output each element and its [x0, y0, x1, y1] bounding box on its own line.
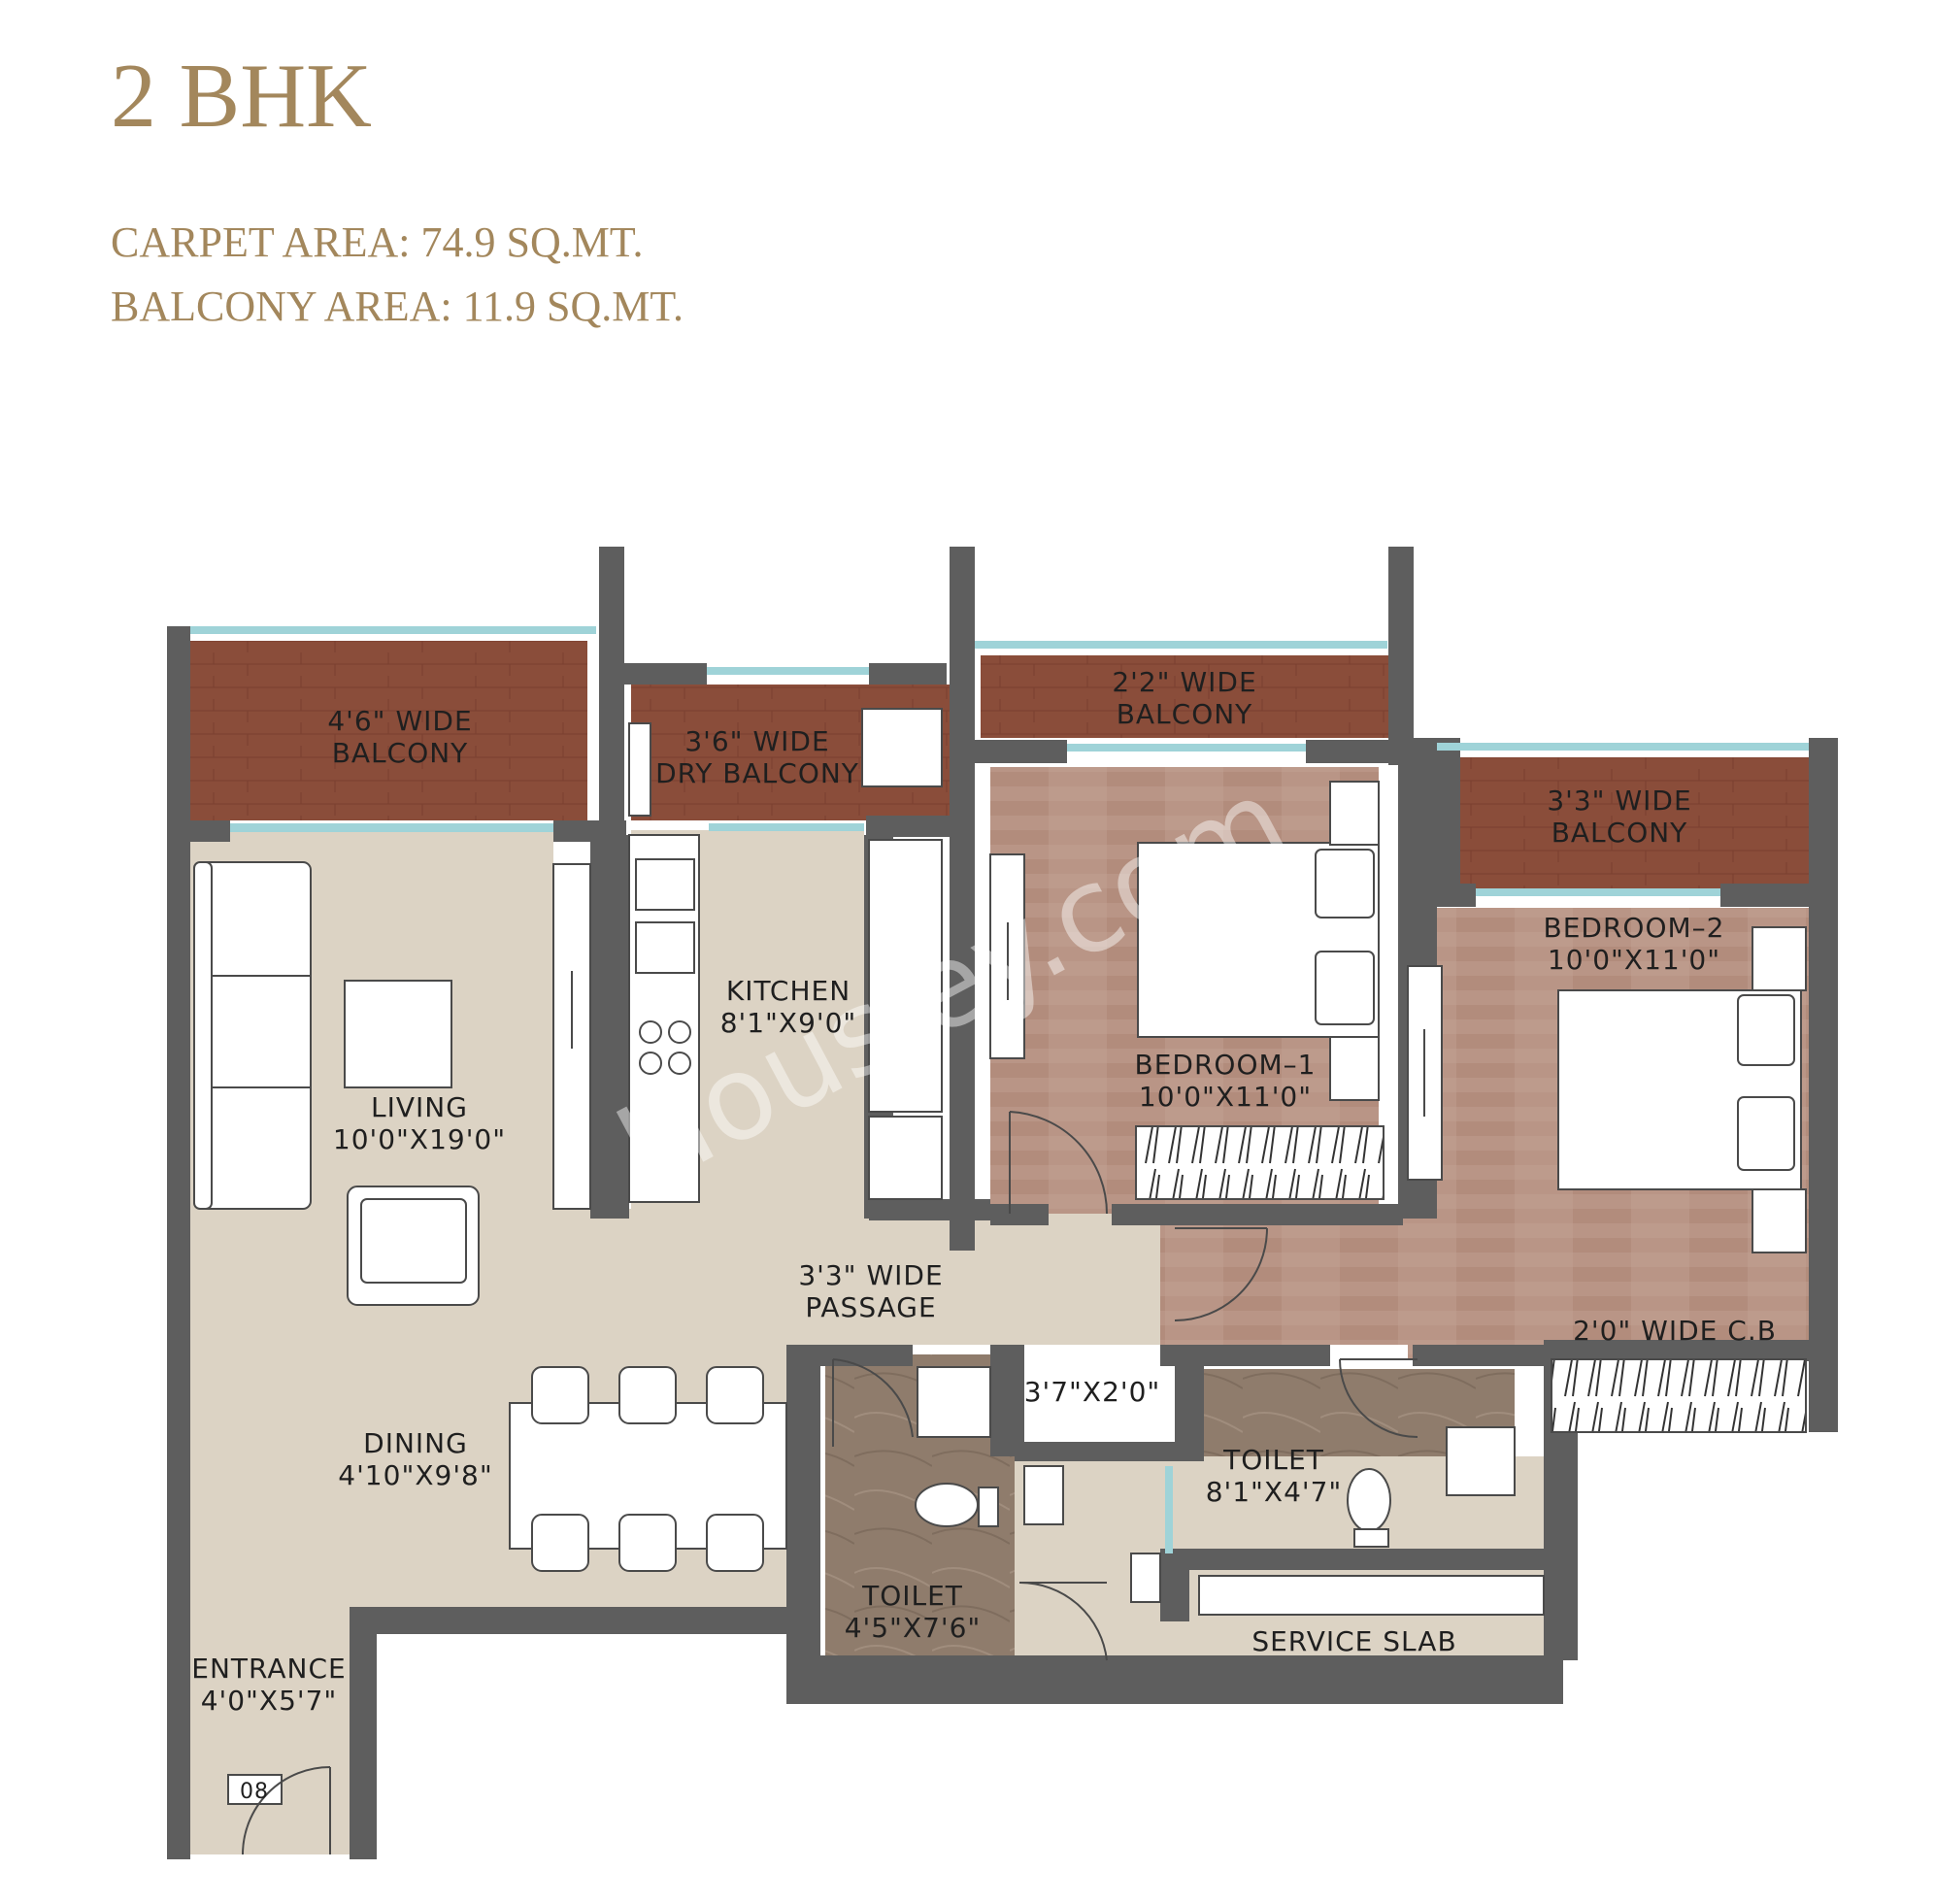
toilet1-name: TOILET: [861, 1580, 963, 1612]
toilet2-name: TOILET: [1222, 1444, 1324, 1476]
duct-size: 3'7"X2'0": [1024, 1376, 1161, 1408]
living-size: 10'0"X19'0": [333, 1123, 506, 1155]
bedroom1-name: BEDROOM–1: [1135, 1049, 1317, 1081]
plan-title: 2 BHK: [111, 46, 372, 147]
cb-label: 2'0" WIDE C.B: [1573, 1315, 1777, 1347]
balcony-bed1-line1: 2'2" WIDE: [1112, 666, 1256, 698]
furniture: [193, 708, 1807, 1805]
passage-line1: 3'3" WIDE: [798, 1259, 943, 1291]
toilet1-size: 4'5"X7'6": [845, 1612, 982, 1644]
dry-balcony-line1: 3'6" WIDE: [684, 725, 829, 757]
balcony-area: BALCONY AREA: 11.9 SQ.MT.: [111, 283, 684, 330]
balcony-bed1-line2: BALCONY: [1117, 698, 1253, 730]
service-slab-label: SERVICE SLAB: [1251, 1625, 1456, 1657]
bedroom2-size: 10'0"X11'0": [1548, 944, 1720, 976]
room-labels: 4'6" WIDE BALCONY 3'6" WIDE DRY BALCONY …: [191, 666, 1777, 1804]
living-name: LIVING: [371, 1091, 468, 1123]
walls: [167, 547, 1838, 1859]
dining-name: DINING: [363, 1427, 468, 1459]
balcony-bed2-line2: BALCONY: [1551, 817, 1688, 849]
entrance-size: 4'0"X5'7": [201, 1685, 338, 1717]
glazing: [190, 626, 1809, 1553]
flat-number: 08: [240, 1780, 269, 1804]
bedroom2-name: BEDROOM–2: [1544, 912, 1725, 944]
carpet-area: CARPET AREA: 74.9 SQ.MT.: [111, 218, 644, 266]
entrance-name: ENTRANCE: [191, 1653, 346, 1685]
bedroom1-size: 10'0"X11'0": [1139, 1081, 1312, 1113]
door-swings: [242, 1111, 1418, 1855]
dining-size: 4'10"X9'8": [338, 1459, 492, 1491]
dry-balcony-line2: DRY BALCONY: [655, 757, 859, 789]
balcony-living-line1: 4'6" WIDE: [327, 705, 472, 737]
passage-line2: PASSAGE: [805, 1291, 936, 1323]
kitchen-size: 8'1"X9'0": [720, 1007, 857, 1039]
balcony-bed2-line1: 3'3" WIDE: [1547, 785, 1691, 817]
toilet2-size: 8'1"X4'7": [1206, 1476, 1343, 1508]
kitchen-name: KITCHEN: [726, 975, 851, 1007]
balcony-living-line2: BALCONY: [332, 737, 469, 769]
